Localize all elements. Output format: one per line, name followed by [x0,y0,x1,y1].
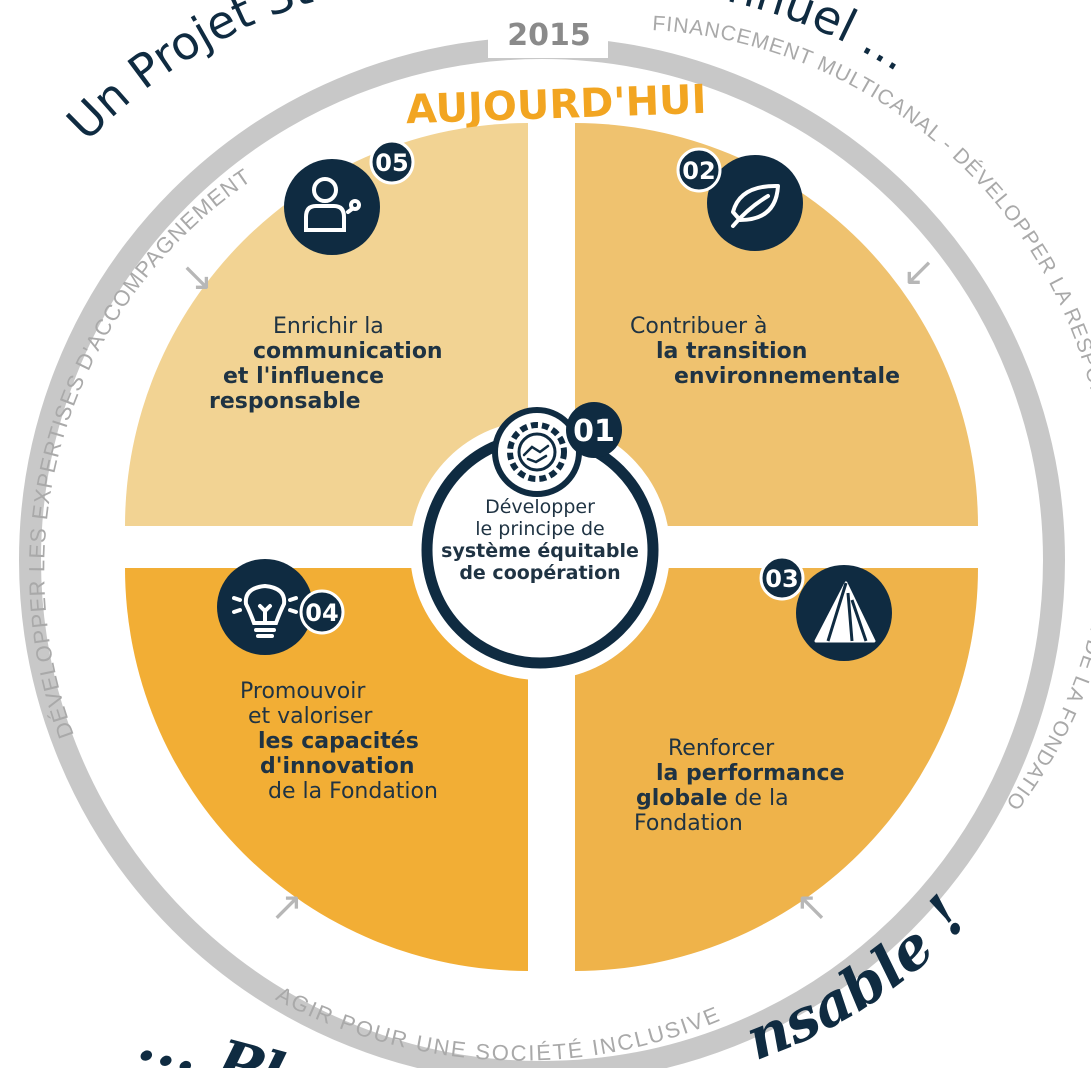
quadrant-03-shape [575,568,978,971]
number-03: 03 [765,565,798,593]
quadrant-05-text: Enrichir la communication et l'influence… [205,314,485,414]
year-gap [488,14,608,58]
quadrant-04-shape [125,568,528,971]
lightbulb-icon [232,583,298,638]
quadrant-02-text: Contribuer à la transition environnement… [630,314,930,389]
center-line1: Développer [485,496,595,518]
q03-line1: Renforcer [668,736,775,761]
center-line4: de coopération [459,562,621,584]
quadrant-02-shape [575,123,978,526]
number-04: 04 [305,599,338,627]
q02-line1: Contribuer à [630,314,768,339]
handshake-gear-icon [507,422,567,482]
quadrant-04-text: Promouvoir et valoriser les capacités d'… [238,679,518,804]
number-02: 02 [682,157,715,185]
q02-line3: environnementale [674,364,901,389]
q04-line4: d'innovation [260,754,415,779]
q03-line2: la performance [656,761,845,786]
badge-05: 05 [284,139,415,255]
year-label: 2015 [507,18,591,53]
center-number-disc [566,402,622,458]
chevron-icon-top-right: ↙ [902,249,936,295]
q03-line4: Fondation [634,811,743,836]
q04-line5: de la Fondation [268,779,438,804]
badge-04: 04 [217,559,345,655]
chevron-icon-bottom-right: ↖ [795,884,829,930]
user-presenter-icon [304,177,361,232]
center-number: 01 [573,414,615,449]
today-label: AUJOURD'HUI [405,77,707,133]
badge-02: 02 [676,147,803,251]
q04-line2: et valoriser [248,704,373,729]
quadrant-05-shape [125,123,528,526]
q05-line2: communication [253,339,443,364]
center-badge: 01 [492,402,622,497]
q04-line3: les capacités [258,729,419,754]
q05-line4: responsable [209,389,361,414]
q04-line1: Promouvoir [240,679,366,704]
center-line2: le principe de [475,518,605,540]
quadrant-03-text: Renforcer la performance globale de la F… [634,736,914,836]
q05-line3: et l'influence [223,364,385,389]
q05-line1: Enrichir la [273,314,384,339]
leaf-icon [731,183,780,228]
mountain-stripes-icon [814,581,876,643]
q03-line3: globale de la [636,786,789,811]
number-05: 05 [375,149,408,177]
badge-03: 03 [759,555,892,661]
chevron-icon-bottom-left: ↗ [270,884,304,930]
chevron-icon-top-left: ↘ [180,254,214,300]
center-line3: système équitable [441,540,639,562]
center-text: Développer le principe de système équita… [420,496,660,584]
q02-line2: la transition [656,339,808,364]
